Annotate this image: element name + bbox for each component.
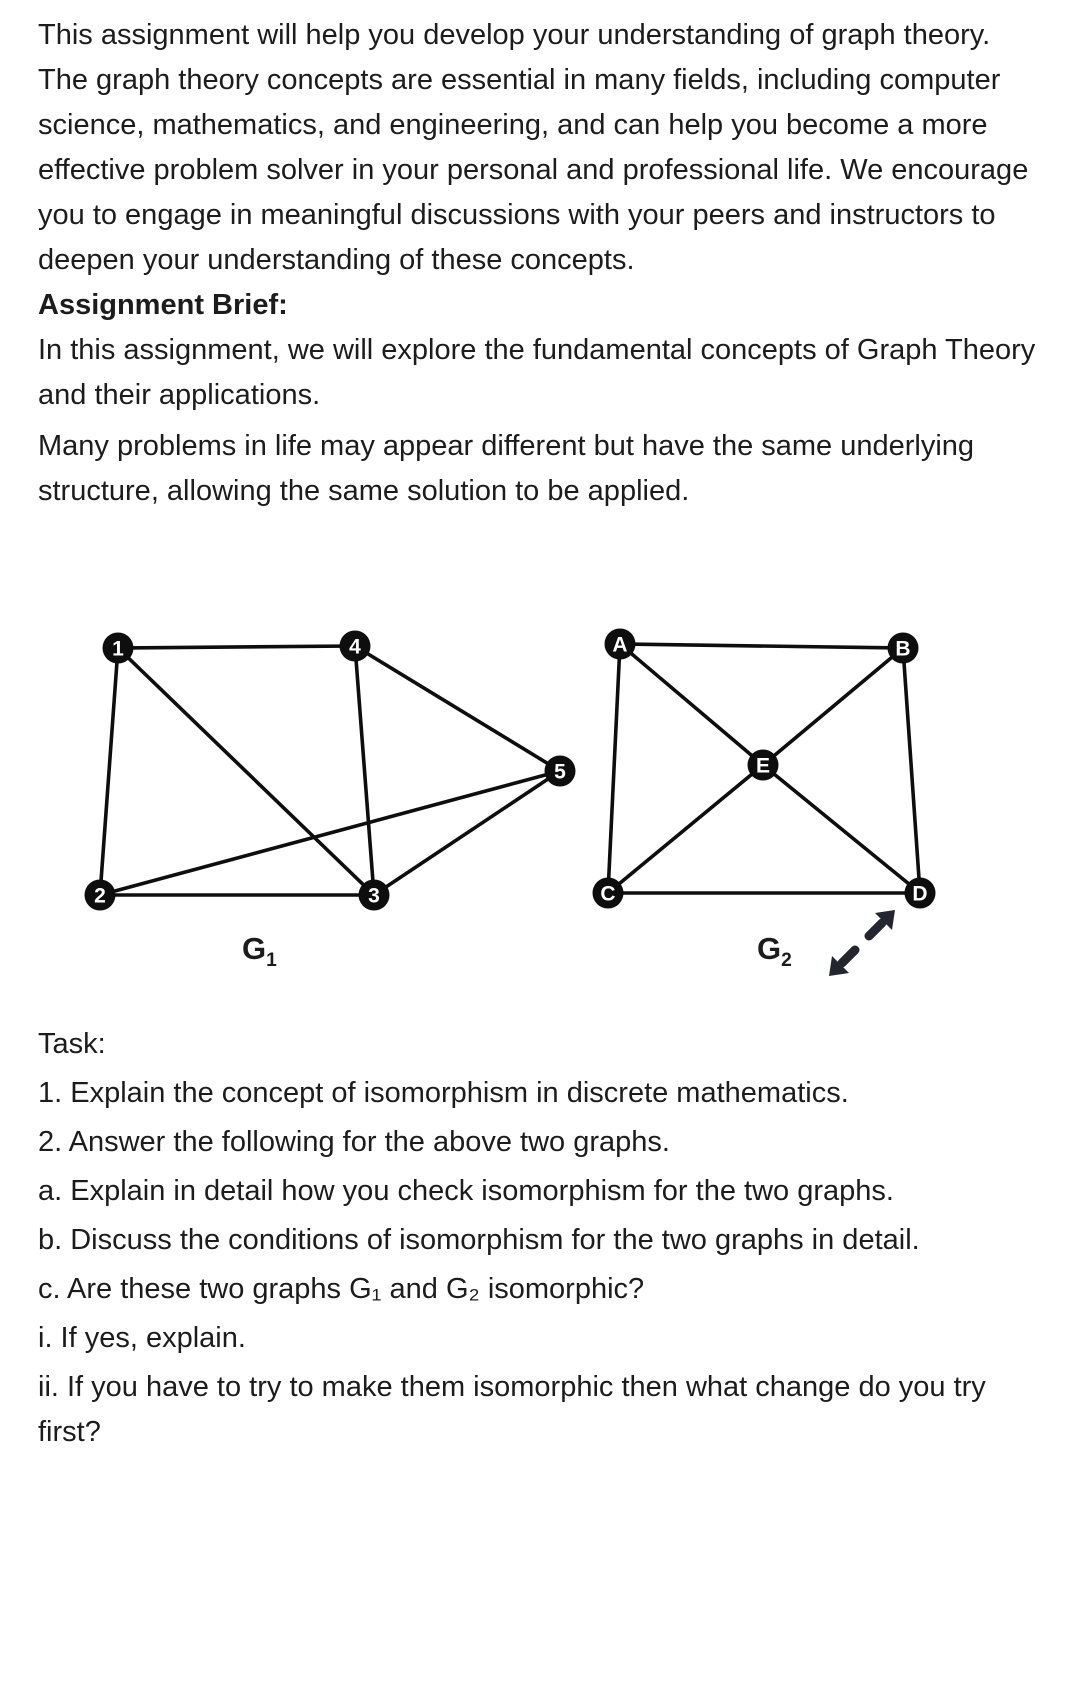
graph-node-label-D: D: [912, 883, 927, 906]
task-item: a. Explain in detail how you check isomo…: [38, 1175, 894, 1208]
graph-node-B: [887, 632, 919, 664]
graph-g1-label: G1: [242, 931, 277, 972]
brief-heading: Assignment Brief:: [38, 288, 288, 321]
graph-node-4: [339, 630, 371, 662]
graph-node-2: [84, 879, 116, 911]
graph-node-C: [592, 877, 624, 909]
graph-node-E: [747, 749, 779, 781]
graph-edge-1-4: [116, 644, 357, 651]
graph-node-label-B: B: [895, 638, 910, 661]
graph-g2-label-sub: 2: [781, 950, 792, 972]
graph-g1-label-sub: 1: [266, 950, 277, 972]
task-item: 1. Explain the concept of isomorphism in…: [38, 1077, 849, 1110]
graph-node-label-2: 2: [94, 885, 106, 908]
task-section: Task: 1. Explain the concept of isomorph…: [0, 1022, 1080, 1454]
graph-node-label-4: 4: [349, 636, 361, 659]
task-item: i. If yes, explain.: [38, 1321, 246, 1354]
graph-g2-label: G2: [757, 931, 792, 972]
graphs-svg: 1 4 5 2 3 A B E C D: [84, 628, 936, 977]
graph-edge-4-5: [353, 644, 562, 774]
graph-node-label-A: A: [612, 634, 627, 657]
graph-edge-C-E: [606, 763, 765, 896]
graph-node-5: [544, 755, 576, 787]
task-item: 2. Answer the following for the above tw…: [38, 1126, 670, 1159]
resize-cursor-icon: [829, 910, 895, 977]
graph-node-label-1: 1: [112, 638, 124, 661]
graph-edge-1-2: [98, 646, 120, 898]
graph-node-label-C: C: [600, 883, 615, 906]
graph-node-1: [102, 632, 134, 664]
graph-g1-label-base: G: [242, 931, 267, 967]
task-item: ii. If you have to try to make them isom…: [38, 1370, 986, 1448]
graph-edge-A-E: [618, 642, 765, 768]
graph-edge-D-E: [761, 763, 922, 896]
graph-edge-2-5: [98, 769, 562, 898]
graph-edge-4-3: [353, 644, 376, 898]
task-item: b. Discuss the conditions of isomorphism…: [38, 1224, 920, 1257]
graph-node-3: [358, 879, 390, 911]
graph-edge-3-5: [372, 769, 562, 898]
assignment-document: This assignment will help you develop yo…: [0, 19, 1080, 1454]
task-item: c. Are these two graphs G₁ and G₂ isomor…: [38, 1273, 645, 1305]
intro-paragraph: This assignment will help you develop yo…: [38, 19, 1029, 276]
graph-edge-B-E: [761, 646, 905, 768]
graph-node-label-3: 3: [368, 885, 380, 908]
graph-edge-1-3: [116, 646, 376, 898]
graph-edge-A-C: [606, 642, 622, 896]
graph-g2-label-base: G: [757, 931, 782, 967]
graph-edge-A-B: [618, 642, 905, 651]
task-heading: Task:: [38, 1028, 106, 1061]
task-list: 1. Explain the concept of isomorphism in…: [0, 1071, 1080, 1455]
brief-paragraph-1: In this assignment, we will explore the …: [38, 333, 1036, 411]
graph-node-A: [604, 628, 636, 660]
graph-edge-B-D: [901, 646, 922, 896]
graph-node-D: [904, 877, 936, 909]
graph-node-label-E: E: [756, 755, 770, 778]
brief-paragraph-2: Many problems in life may appear differe…: [38, 430, 975, 508]
graph-node-label-5: 5: [554, 761, 566, 784]
